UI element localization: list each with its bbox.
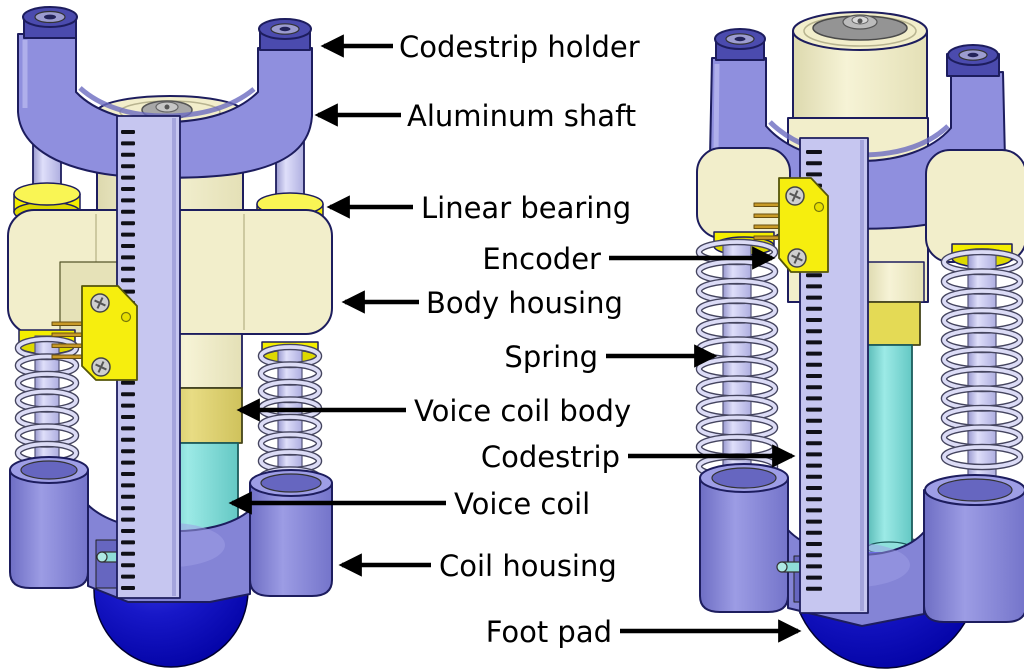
right-encoder: [753, 177, 829, 273]
right-top-cap: [812, 14, 908, 41]
left-holder-boss-right: [258, 18, 312, 51]
label-coil-housing: Coil housing: [439, 549, 617, 583]
label-codestrip: Codestrip: [480, 440, 620, 474]
callout-arrows: [228, 34, 802, 643]
left-holder-boss-left: [22, 6, 78, 39]
right-holder-boss-right: [946, 44, 1000, 77]
left-encoder: [51, 285, 138, 381]
label-voice-coil: Voice coil: [454, 487, 591, 521]
right-housing-step: [865, 261, 925, 303]
left-spring-right: [257, 343, 323, 491]
left-codestrip-ticks: [121, 130, 135, 590]
right-spring-right: [940, 248, 1024, 471]
label-spring: Spring: [504, 340, 598, 374]
label-linear-bearing: Linear bearing: [421, 191, 632, 225]
right-encoder-screw-bottom: [787, 248, 807, 268]
right-codestrip: [799, 137, 869, 614]
label-body-housing: Body housing: [426, 286, 623, 320]
right-voice-coil: [865, 344, 913, 555]
right-holder-boss-left: [714, 28, 766, 61]
right-encoder-screw-top: [785, 186, 805, 206]
label-aluminum-shaft: Aluminum shaft: [407, 99, 637, 133]
label-voice-coil-body: Voice coil body: [414, 394, 632, 428]
right-view-actuator: [695, 11, 1024, 669]
right-voice-coil-body: [865, 301, 921, 346]
left-view-actuator: [7, 6, 333, 668]
label-encoder: Encoder: [482, 242, 601, 276]
label-foot-pad: Foot pad: [485, 615, 612, 649]
label-codestrip-holder: Codestrip holder: [399, 30, 640, 64]
right-coil-lead-pin: [776, 561, 807, 573]
right-coil-housing: [699, 463, 1024, 627]
left-encoder-screw-top: [90, 293, 110, 313]
left-encoder-screw-bottom: [91, 357, 111, 377]
